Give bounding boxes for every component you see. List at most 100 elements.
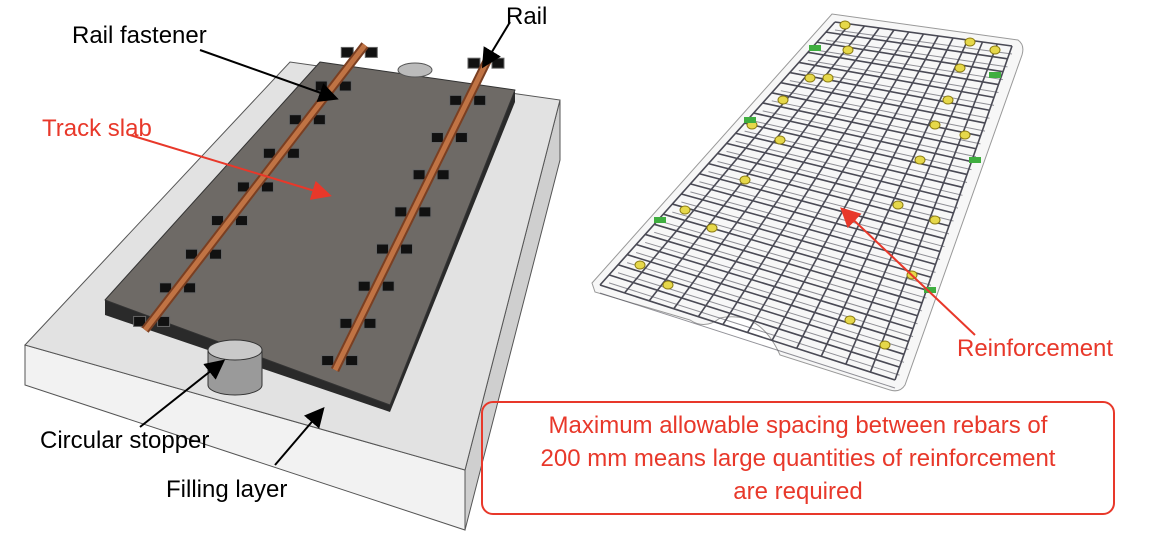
- anchor-bolt: [929, 120, 941, 130]
- rail-fastener: [236, 181, 250, 193]
- anchor-bolt: [679, 205, 691, 215]
- rail-fasteners: [133, 46, 505, 367]
- rail-fastener: [394, 206, 408, 218]
- rebar: [816, 49, 1004, 81]
- rail-fastener: [312, 114, 326, 126]
- spacer-clip: [924, 287, 936, 293]
- label-track-slab: Track slab: [42, 115, 152, 142]
- rail-fastener: [467, 57, 481, 69]
- rebar: [820, 39, 969, 357]
- callout-arrows: [129, 21, 976, 466]
- rail-fastener: [286, 147, 300, 159]
- rail-fastener: [491, 57, 505, 69]
- rail-fastener: [159, 282, 173, 294]
- rail-fastener: [345, 355, 359, 367]
- rail-fastener: [454, 132, 468, 144]
- rail-fastener: [183, 282, 197, 294]
- rail-fastener: [449, 94, 463, 106]
- rail-fastener: [234, 215, 248, 227]
- anchor-bolt: [879, 340, 891, 350]
- rebar: [608, 282, 900, 376]
- rebar: [648, 25, 866, 302]
- rebar: [834, 29, 1013, 55]
- anchor-bolt: [804, 73, 816, 83]
- rail-fastener: [185, 248, 199, 260]
- rail-fastener: [381, 280, 395, 292]
- rail-fastener: [340, 46, 354, 58]
- rail-fastener: [133, 315, 147, 327]
- label-filling-layer: Filling layer: [166, 476, 288, 503]
- rebar: [599, 21, 836, 286]
- anchor-bolt: [844, 315, 856, 325]
- label-rail-fastener: Rail fastener: [72, 22, 207, 49]
- rebar: [623, 23, 851, 294]
- rebar: [825, 39, 1008, 68]
- spacer-clip: [744, 117, 756, 123]
- rail-fastener: [321, 355, 335, 367]
- rail-fastener: [400, 243, 414, 255]
- rebar: [690, 191, 941, 261]
- note-line: 200 mm means large quantities of reinfor…: [540, 445, 1056, 472]
- rebar: [717, 161, 954, 222]
- anchor-bolt: [914, 155, 926, 165]
- rebar: [636, 252, 914, 338]
- spacer-clip: [989, 72, 1001, 78]
- track-slab: [104, 61, 516, 412]
- rail-fastener: [210, 215, 224, 227]
- reinforcement-cage: [591, 13, 1024, 392]
- note-line: are required: [733, 478, 863, 505]
- anchor-bolt: [739, 175, 751, 185]
- anchor-bolt: [964, 37, 976, 47]
- rebar: [771, 100, 981, 145]
- anchor-bolt: [634, 260, 646, 270]
- note-box: Maximum allowable spacing between rebars…: [481, 401, 1115, 515]
- note-line: Maximum allowable spacing between rebars…: [548, 412, 1048, 439]
- rail-fastener: [376, 243, 390, 255]
- rail-fastener: [418, 206, 432, 218]
- rebar: [780, 90, 986, 132]
- rebar: [795, 37, 954, 349]
- anchor-bolt: [842, 45, 854, 55]
- rail-fastener: [473, 94, 487, 106]
- anchor-bolt: [942, 95, 954, 105]
- rail-fastener: [412, 169, 426, 181]
- rebar: [663, 221, 927, 299]
- rebar: [626, 262, 909, 350]
- rebar: [699, 181, 945, 248]
- anchor-bolt: [777, 95, 789, 105]
- anchor-bolt: [959, 130, 971, 140]
- label-rail: Rail: [506, 3, 548, 30]
- rebar: [599, 292, 896, 389]
- anchor-bolt: [706, 223, 718, 233]
- rail-fastener: [364, 46, 378, 58]
- rail-fastener: [209, 248, 223, 260]
- rebar: [894, 45, 1013, 381]
- anchor-bolt: [822, 73, 834, 83]
- rail-fastener: [430, 132, 444, 144]
- rebar: [762, 110, 977, 158]
- rebar: [869, 43, 998, 373]
- anchor-bolt: [662, 280, 674, 290]
- rebar: [673, 27, 880, 310]
- rail-fastener: [436, 169, 450, 181]
- rail-fastener: [338, 80, 352, 92]
- rail-fastener: [260, 181, 274, 193]
- anchor-bolt: [892, 200, 904, 210]
- rebar: [697, 29, 895, 318]
- rebar: [789, 80, 990, 119]
- rebar: [771, 35, 939, 341]
- anchor-bolt: [774, 135, 786, 145]
- rebar: [753, 120, 972, 171]
- rebar: [845, 41, 984, 365]
- rebar: [672, 211, 932, 286]
- label-reinforcement: Reinforcement: [957, 335, 1114, 362]
- spacer-clip: [969, 157, 981, 163]
- rail-fastener: [157, 315, 171, 327]
- rail-fastener: [288, 114, 302, 126]
- rebar: [735, 140, 963, 196]
- rebar: [722, 31, 910, 326]
- spacer-clip: [809, 45, 821, 51]
- rebar: [681, 201, 936, 273]
- rebar: [726, 150, 959, 209]
- rail-fastener: [262, 147, 276, 159]
